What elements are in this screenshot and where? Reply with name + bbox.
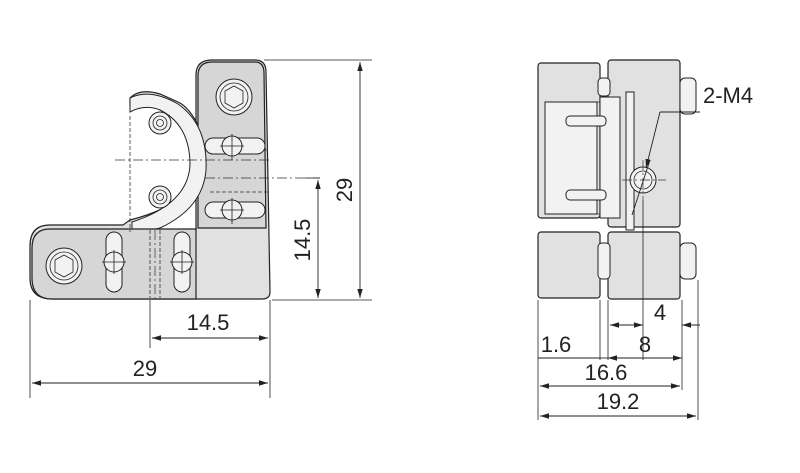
side-right-block-lower (607, 231, 681, 300)
dim-19-2: 19.2 (597, 389, 640, 414)
pin-lower-icon (565, 189, 607, 201)
dim-4: 4 (654, 300, 666, 325)
screw-head-top-left-icon (597, 77, 611, 97)
pin-upper-icon (565, 115, 607, 127)
dim-16-6: 16.6 (585, 360, 628, 385)
dim-height-29: 29 (332, 178, 357, 202)
dim-half-width-14-5: 14.5 (187, 310, 230, 335)
screw-head-bottom-right-icon (679, 242, 697, 280)
clamp-screw-lower-icon (148, 185, 172, 209)
side-left-block-lower (537, 231, 601, 299)
dim-half-height-14-5: 14.5 (290, 219, 315, 262)
dim-width-29: 29 (133, 356, 157, 381)
slot-screw-right-lower-icon (204, 198, 266, 224)
dim-1-6: 1.6 (541, 332, 572, 357)
slot-screw-right-upper-icon (204, 134, 266, 160)
screw-head-top-right-icon (679, 77, 697, 115)
clamp-screw-upper-icon (148, 111, 172, 135)
clamp-arc (129, 93, 207, 235)
front-view: 29 14.5 14.5 29 (29, 59, 372, 398)
dim-8: 8 (639, 332, 651, 357)
socket-screw-top-icon (215, 78, 253, 116)
side-view: 2-M4 4 1.6 8 16.6 19.2 (537, 59, 753, 420)
slot-screw-bottom-left-icon (102, 231, 126, 293)
socket-screw-left-icon (45, 247, 83, 285)
slot-screw-bottom-right-icon (170, 231, 194, 293)
screw-head-bottom-left-icon (597, 242, 611, 280)
thread-spec-label: 2-M4 (703, 83, 753, 108)
